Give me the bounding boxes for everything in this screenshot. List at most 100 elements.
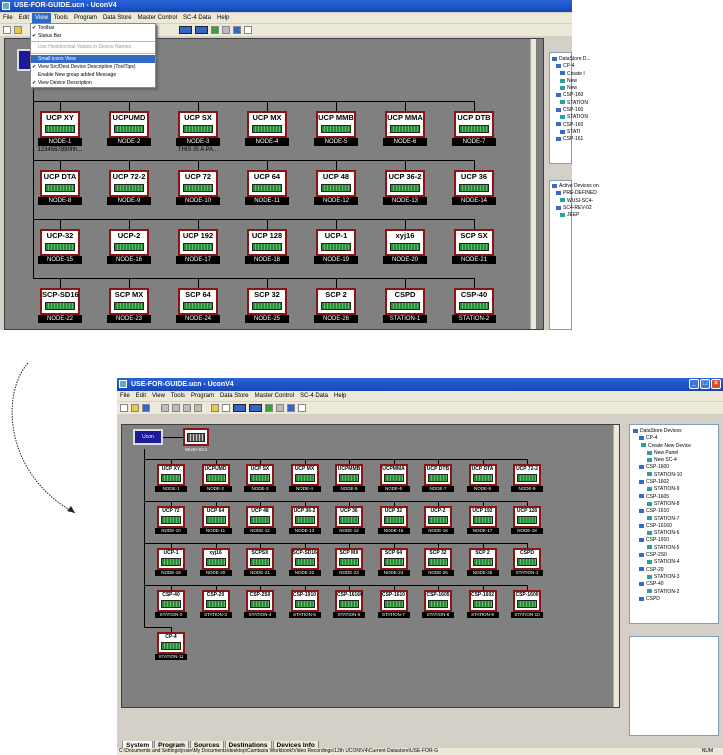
tree-item[interactable]: New bbox=[552, 78, 591, 85]
check-icon[interactable] bbox=[211, 26, 219, 34]
edit-icon[interactable] bbox=[298, 404, 306, 412]
view-menu-item[interactable]: Toolbar bbox=[31, 24, 155, 32]
tree-item[interactable]: JEEP bbox=[552, 212, 599, 219]
device-node[interactable]: UCP 192 bbox=[468, 506, 497, 528]
device-node[interactable]: SCP-SD16 bbox=[290, 548, 319, 570]
tree-item[interactable]: STATION-6 bbox=[633, 530, 691, 537]
device-node[interactable]: UCP 192 bbox=[178, 229, 218, 256]
open-icon[interactable] bbox=[131, 404, 139, 412]
device-node[interactable]: SCP 2 bbox=[468, 548, 497, 570]
save-icon[interactable] bbox=[142, 404, 150, 412]
bottom-canvas-scrollbar[interactable] bbox=[613, 425, 619, 707]
menu-item-program[interactable]: Program bbox=[190, 393, 214, 399]
device-node[interactable]: UCP 72 bbox=[178, 170, 218, 197]
tree-item[interactable]: WUSI-SC4- bbox=[552, 198, 599, 205]
device-node[interactable]: UCP 64 bbox=[247, 170, 287, 197]
wusi-device[interactable] bbox=[183, 428, 209, 446]
edit-icon[interactable] bbox=[244, 26, 252, 34]
device-node[interactable]: CSP-1602 bbox=[468, 590, 497, 612]
copy-icon[interactable] bbox=[233, 26, 241, 34]
device-node[interactable]: UCP MMB bbox=[316, 111, 356, 138]
bottom-title-bar[interactable]: USE-FOR-GUIDE.ucn - UconV4 _□× bbox=[117, 378, 723, 391]
device-node[interactable]: UCP 72-2 bbox=[109, 170, 149, 197]
menu-item-data-store[interactable]: Data Store bbox=[219, 393, 249, 399]
device-node[interactable]: UCPMMA bbox=[379, 464, 408, 486]
device-node[interactable]: UCP 72 bbox=[157, 506, 185, 528]
help-icon[interactable] bbox=[222, 404, 230, 412]
device-node[interactable]: CSPD bbox=[385, 288, 425, 315]
copy-device-icon[interactable] bbox=[287, 404, 295, 412]
tree-item[interactable]: SC4-REV-02 bbox=[552, 205, 599, 212]
tree-item[interactable]: CSP-161 bbox=[552, 136, 591, 143]
tree-item[interactable]: CSP-16160 bbox=[633, 523, 691, 530]
device-node[interactable]: SCP MX bbox=[335, 548, 363, 570]
tree-item[interactable]: STATION-3 bbox=[633, 574, 691, 581]
tree-item[interactable]: STATION-8 bbox=[633, 501, 691, 508]
device-node[interactable]: CSP-1610 bbox=[379, 590, 408, 612]
tree-item[interactable]: CSP-160 bbox=[552, 122, 591, 129]
device-node[interactable]: SCP-SD16 bbox=[40, 288, 80, 315]
tree-item[interactable]: STATION-5 bbox=[633, 545, 691, 552]
device-node[interactable]: SCP SX bbox=[454, 229, 494, 256]
tree-item[interactable]: CSP-40 bbox=[633, 581, 691, 588]
menu-item-file[interactable]: File bbox=[120, 393, 130, 399]
device-node[interactable]: UCP SX bbox=[246, 464, 274, 486]
new-group-icon[interactable] bbox=[195, 26, 208, 34]
device-node[interactable]: CSP-1910 bbox=[290, 590, 319, 612]
tree-item[interactable]: New Panel bbox=[633, 450, 691, 457]
device-node[interactable]: SCP 32 bbox=[247, 288, 287, 315]
device-node[interactable]: SCPSX bbox=[246, 548, 274, 570]
device-node[interactable]: UCP MMA bbox=[385, 111, 425, 138]
device-node[interactable]: CSP-40 bbox=[454, 288, 494, 315]
device-node[interactable]: UCP 72-2 bbox=[513, 464, 541, 486]
menu-item-edit[interactable]: Edit bbox=[18, 15, 30, 21]
new-icon[interactable] bbox=[120, 404, 128, 412]
print-icon[interactable] bbox=[194, 404, 202, 412]
device-node[interactable]: UCP-2 bbox=[109, 229, 149, 256]
device-node[interactable]: UCP-2 bbox=[424, 506, 452, 528]
device-node[interactable]: UCPUMD bbox=[201, 464, 230, 486]
device-node[interactable]: SCP 32 bbox=[424, 548, 452, 570]
device-node[interactable]: UCPMMB bbox=[335, 464, 363, 486]
tree-item[interactable]: STATION-10 bbox=[633, 472, 691, 479]
maximize-icon[interactable]: □ bbox=[700, 379, 710, 389]
tree-item[interactable]: CSP-2S0 bbox=[633, 552, 691, 559]
view-menu-item[interactable]: Use Hexidecimal Values in Device Names bbox=[38, 44, 131, 51]
tree-item[interactable]: STATION-4 bbox=[633, 559, 691, 566]
device-node[interactable]: UCP 36 bbox=[454, 170, 494, 197]
device-node[interactable]: CSPD bbox=[513, 548, 541, 570]
menu-item-edit[interactable]: Edit bbox=[135, 393, 147, 399]
new-group-icon[interactable] bbox=[249, 404, 262, 412]
device-node[interactable]: UCPUMD bbox=[109, 111, 149, 138]
tools-icon[interactable] bbox=[211, 404, 219, 412]
device-node[interactable]: CSP-20 bbox=[201, 590, 230, 612]
open-icon[interactable] bbox=[14, 26, 22, 34]
tree-item[interactable]: CSP-1600 bbox=[633, 464, 691, 471]
menu-item-help[interactable]: Help bbox=[334, 393, 347, 399]
tree-item[interactable]: STATION bbox=[552, 114, 591, 121]
device-node[interactable]: CSP-40 bbox=[157, 590, 185, 612]
tree-item[interactable]: CSP-1605 bbox=[633, 494, 691, 501]
menu-item-tools[interactable]: Tools bbox=[170, 393, 185, 399]
tree-item[interactable]: CSP-20 bbox=[633, 567, 691, 574]
grid-icon[interactable] bbox=[222, 26, 230, 34]
tree-item[interactable]: New SC-4 bbox=[633, 457, 691, 464]
device-node[interactable]: SCP 64 bbox=[178, 288, 218, 315]
menu-item-data-store[interactable]: Data Store bbox=[102, 15, 132, 21]
top-title-bar[interactable]: USE-FOR-GUIDE.ucn - UconV4 bbox=[0, 0, 572, 12]
menu-item-master-control[interactable]: Master Control bbox=[254, 393, 294, 399]
device-node[interactable]: UCP-32 bbox=[40, 229, 80, 256]
device-node[interactable]: UCP 48 bbox=[316, 170, 356, 197]
tree-item[interactable]: STATI bbox=[552, 129, 591, 136]
device-node[interactable]: UCP DTB bbox=[424, 464, 452, 486]
tree-item[interactable]: CSP-1610 bbox=[633, 508, 691, 515]
tree-item[interactable]: CSP-160 bbox=[552, 107, 591, 114]
menu-item-tools[interactable]: Tools bbox=[53, 15, 68, 21]
device-node[interactable]: CP-4 bbox=[157, 632, 185, 654]
device-node[interactable]: UCP 48 bbox=[246, 506, 274, 528]
device-node[interactable]: UCP 128 bbox=[247, 229, 287, 256]
menu-item-view[interactable]: View bbox=[152, 393, 165, 399]
